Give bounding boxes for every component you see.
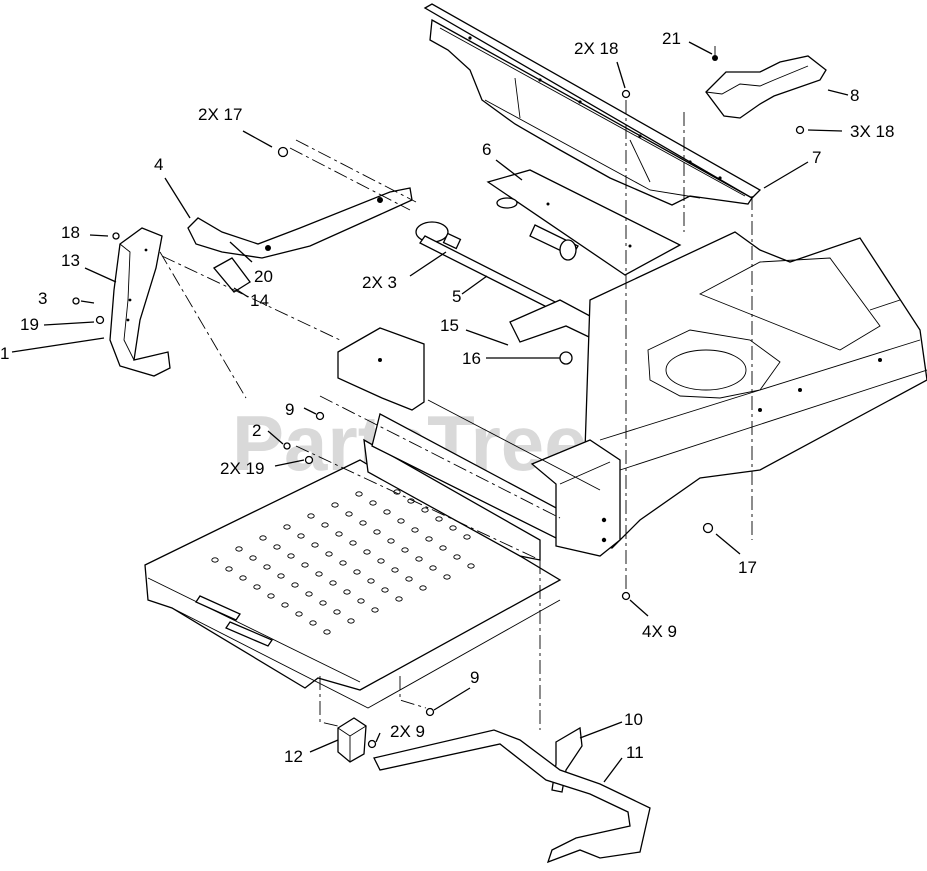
pedal-part (109, 227, 341, 377)
fastener-hardware (72, 89, 805, 749)
control-arm-part (187, 139, 417, 293)
callout-label-2x19: 2X 19 (220, 459, 264, 478)
callout-label-2x3: 2X 3 (362, 273, 397, 292)
callout-label-18: 18 (61, 223, 80, 242)
callout-label-2x17: 2X 17 (198, 105, 242, 124)
callout-leaders (11, 41, 849, 783)
callout-labels: 21 2X 18 8 3X 18 7 6 2X 17 4 18 13 20 2X… (0, 29, 894, 766)
rear-rail-part (423, 3, 762, 206)
callout-label-9-low: 9 (470, 668, 479, 687)
assembly-centerlines (159, 100, 753, 730)
callout-label-17: 17 (738, 558, 757, 577)
callout-label-11: 11 (626, 743, 644, 762)
mount-bracket-part (705, 46, 827, 119)
callout-label-19: 19 (20, 315, 39, 334)
console-part (337, 327, 621, 561)
pedal-pad-part (212, 257, 251, 293)
callout-label-12: 12 (284, 747, 303, 766)
stop-block-part (337, 717, 367, 763)
chassis-frame-part (581, 231, 927, 549)
callout-label-4x9: 4X 9 (642, 622, 677, 641)
callout-label-7: 7 (812, 148, 821, 167)
callout-label-9-mid: 9 (285, 400, 294, 419)
callout-label-6: 6 (482, 140, 491, 159)
shift-lever-part (373, 726, 651, 864)
callout-label-14: 14 (250, 291, 269, 310)
callout-label-15: 15 (440, 316, 459, 335)
callout-label-16: 16 (462, 349, 481, 368)
callout-label-1: 1 (0, 344, 9, 363)
shift-plate-part (486, 169, 682, 276)
callout-label-3: 3 (38, 289, 47, 308)
floor-pan-holes (211, 487, 481, 635)
callout-label-10: 10 (624, 710, 643, 729)
callout-label-13: 13 (61, 251, 80, 270)
callout-label-2x9: 2X 9 (390, 722, 425, 741)
callout-label-8: 8 (850, 86, 859, 105)
callout-label-3x18: 3X 18 (850, 122, 894, 141)
callout-label-21: 21 (662, 29, 681, 48)
callout-label-2x18-top: 2X 18 (574, 39, 618, 58)
callout-label-4: 4 (154, 155, 163, 174)
callout-label-20: 20 (254, 267, 273, 286)
callout-label-2: 2 (252, 421, 261, 440)
callout-label-5: 5 (452, 287, 461, 306)
